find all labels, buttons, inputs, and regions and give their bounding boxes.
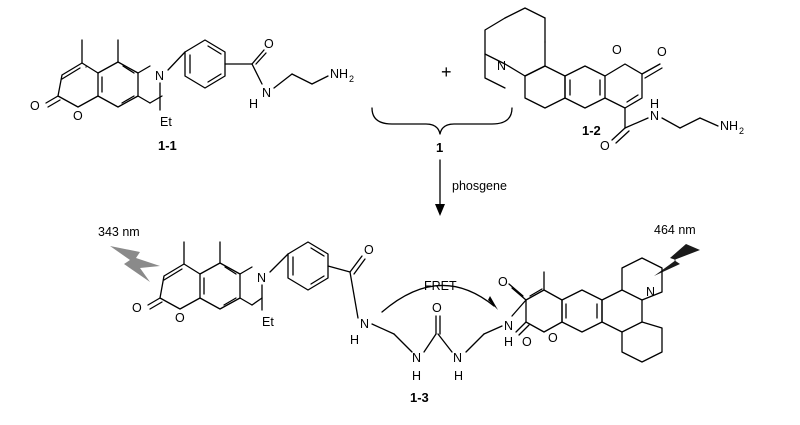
reaction-arrow [435,159,445,216]
atom-o-ring: O [73,109,83,123]
atom-n: N [155,69,164,83]
label-compound-1-1: 1-1 [158,138,177,153]
atom-o-carbonyl-right-1-3: O [522,335,532,349]
group-ethyl: Et [160,115,172,129]
atom-h-amide: H [249,97,258,111]
atom-o-carbonyl-1-3: O [132,301,142,315]
fret-label: FRET [424,279,457,293]
label-compound-1-3: 1-3 [410,390,429,405]
lightning-bolt-icon [110,246,160,282]
atom-n-julolidine: N [497,59,506,73]
plus-sign: + [441,62,452,82]
label-compound-1-2: 1-2 [582,123,601,138]
atom-o-amide: O [264,37,274,51]
benzene-ring-1-1 [184,39,226,89]
atom-n-julolidine-1-3: N [646,285,655,299]
atom-h-left-1-3: H [350,333,359,347]
label-compound-1: 1 [436,140,443,155]
coumarin-ring-1-1 [45,39,151,108]
reagent-label: phosgene [452,179,507,193]
atom-o-ring-right-1-3: O [548,331,558,345]
combining-brace [371,107,513,135]
julolidine-rings-1-2 [484,7,566,109]
atom-nh-left-1-3: N [360,317,369,331]
atom-nh-right-1-3: N [504,319,513,333]
atom-o-carbonyl: O [30,99,40,113]
atom-o-amide-left-1-3: O [364,243,374,257]
group-ethyl-1-3: Et [262,315,274,329]
atom-o-urea: O [432,301,442,315]
benzene-ring-1-3 [287,241,329,291]
atom-nh2-subscript: 2 [349,74,354,84]
atom-o-ring-1-2: O [612,43,622,57]
atom-nh-amide: N [262,86,271,100]
atom-o-amide-right-1-3: O [498,275,508,289]
atom-nh2: NH [330,67,348,81]
atom-o-ring-1-3: O [175,311,185,325]
structure-1-1: O O N Et O N H NH 2 1-1 [30,37,354,153]
structure-1-2: N O O O N H NH 2 1-2 [484,7,744,153]
excitation-wavelength: 343 nm [98,225,140,239]
atom-nh-urea-left: N [412,351,421,365]
coumarin-ring-1-2 [564,63,643,109]
coumarin-ring-1-3 [147,241,253,310]
fret-arrow [381,284,498,313]
atom-nh2-subscript-1-2: 2 [739,126,744,136]
atom-nh2-1-2: NH [720,119,738,133]
atom-nh-amide-1-2: N [650,109,659,123]
atom-o-amide-1-2: O [600,139,610,153]
atom-h-amide-1-2: H [650,97,659,111]
coumarin-ring-right-1-3 [515,257,663,363]
atom-n-1-3: N [257,271,266,285]
atom-h-right-1-3: H [504,335,513,349]
atom-o-lactone-1-2: O [657,45,667,59]
emission-wavelength: 464 nm [654,223,696,237]
structure-1-3: O O N Et O N H N H O N H N H [132,241,663,405]
lightning-bolt-icon [654,244,700,276]
atom-h-urea-right: H [454,369,463,383]
atom-nh-urea-right: N [453,351,462,365]
atom-h-urea-left: H [412,369,421,383]
